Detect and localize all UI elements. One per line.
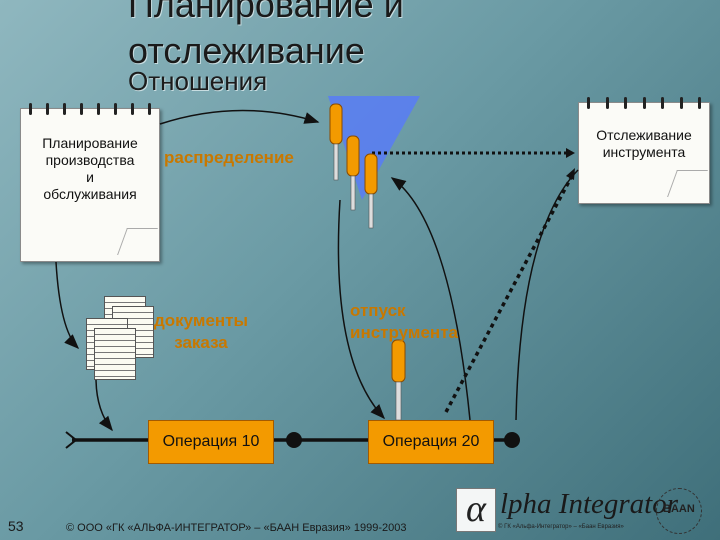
distribution-funnel: [328, 96, 420, 200]
slide-subtitle: Отношения: [128, 66, 268, 96]
slide-title-line2: отслеживание: [128, 30, 365, 71]
planning-line-2: производства: [45, 152, 135, 168]
notepad-rings-icon: [587, 97, 701, 111]
planning-line-4: обслуживания: [43, 186, 137, 202]
document-sheet: [94, 328, 136, 380]
operation-20-box: Операция 20: [368, 420, 494, 464]
documents-line-2: заказа: [174, 333, 228, 352]
planning-line-3: и: [86, 169, 94, 185]
planning-notepad: Планирование производства и обслуживания: [20, 103, 160, 262]
release-label: отпуск инструмента: [350, 300, 458, 344]
tracking-line-2: инструмента: [602, 144, 686, 160]
planning-line-1: Планирование: [42, 135, 138, 151]
alpha-logo-icon: α: [456, 488, 496, 532]
arrow-planning-to-documents: [55, 261, 80, 350]
distribution-label: распределение: [164, 148, 294, 167]
documents-label: документы заказа: [146, 310, 256, 354]
screwdriver-icon: [329, 103, 343, 181]
copyright-text: © ООО «ГК «АЛЬФА-ИНТЕГРАТОР» – «БААН Евр…: [66, 522, 407, 534]
slide-title-line1: Планирование и: [128, 0, 404, 25]
arrow-planning-to-distribution: [159, 109, 320, 125]
screwdriver-icon: [364, 153, 378, 229]
slide-number: 53: [8, 518, 24, 534]
screwdriver-icon: [346, 135, 360, 211]
arrow-tracking-to-tool: [515, 169, 579, 421]
dotted-diagonal-op20-tracking: [444, 171, 576, 413]
notepad-rings-icon: [29, 103, 151, 117]
timeline-node-op10: [286, 432, 302, 448]
arrow-tracking-to-funnel: [390, 177, 471, 421]
operation-10-box: Операция 10: [148, 420, 274, 464]
logo-small-text: © ГК «Альфа-Интегратор» – «Баан Евразия»: [498, 524, 624, 530]
alpha-integrator-logo: α lpha Integrator © ГК «Альфа-Интегратор…: [456, 486, 714, 538]
timeline-node-op20: [504, 432, 520, 448]
logo-name: lpha Integrator: [500, 488, 679, 520]
release-line-1: отпуск: [350, 301, 406, 320]
tracking-line-1: Отслеживание: [596, 127, 692, 143]
screwdriver-icon: [391, 339, 406, 421]
baan-seal-icon: BAAN: [656, 488, 702, 534]
documents-line-1: документы: [153, 311, 249, 330]
tracking-notepad: Отслеживание инструмента: [578, 97, 710, 204]
arrow-documents-to-op10: [95, 377, 113, 432]
seal-text: BAAN: [663, 503, 695, 515]
arrow-tool-to-op20: [337, 199, 386, 420]
release-line-2: инструмента: [350, 323, 458, 342]
